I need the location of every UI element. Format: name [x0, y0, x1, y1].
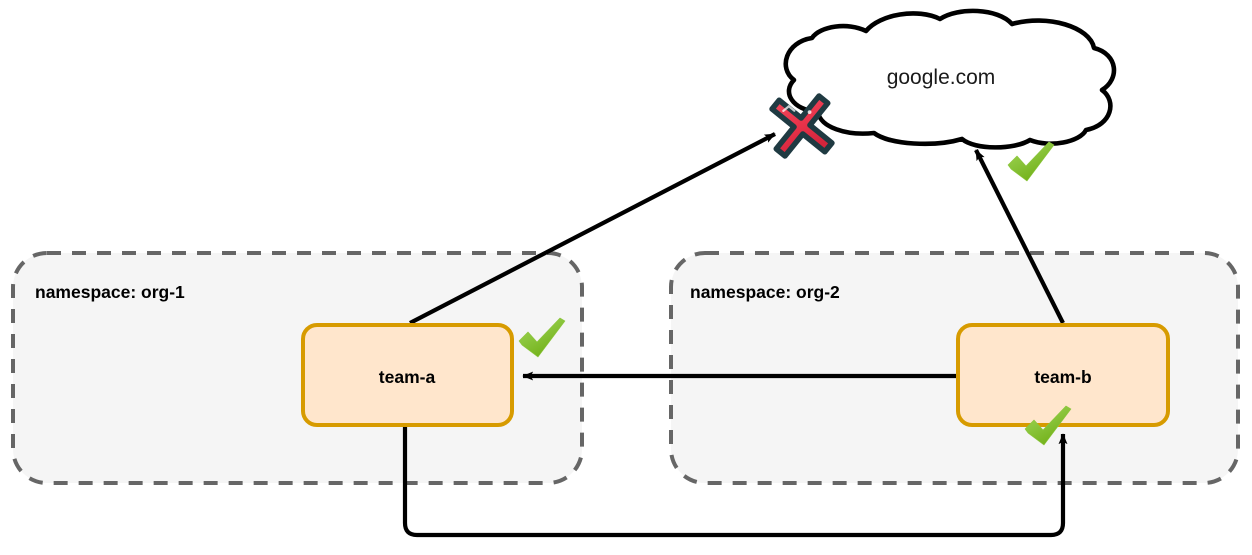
- node-team-a[interactable]: team-a: [301, 323, 514, 427]
- cloud-label: google.com: [887, 66, 996, 89]
- namespace-org-2-label: namespace: org-2: [690, 282, 840, 302]
- edge-team-b-to-google[interactable]: [974, 149, 1065, 324]
- x-icon-shape: [769, 93, 835, 159]
- node-team-b-label: team-b: [1034, 367, 1091, 387]
- namespace-org-1-label: namespace: org-1: [35, 282, 185, 302]
- node-team-a-box: [301, 323, 514, 427]
- x-icon: [769, 93, 835, 159]
- check-icon-google-shape: [1007, 141, 1055, 182]
- x-icon-specular: [807, 110, 812, 115]
- edge-team-a-to-google-path: [409, 132, 776, 325]
- check-icon-team-b-shape: [1024, 405, 1072, 446]
- check-icon-google: [1007, 141, 1055, 182]
- x-icon-highlight: [782, 104, 796, 112]
- check-icon-team-a-shape: [518, 317, 566, 358]
- node-team-a-label: team-a: [379, 367, 436, 387]
- cloud-google[interactable]: google.com: [783, 8, 1117, 150]
- check-icon-team-a: [518, 317, 566, 358]
- cloud-shape: [783, 8, 1117, 150]
- edge-team-a-to-team-b-path: [402, 425, 1068, 538]
- edge-team-a-to-team-b[interactable]: [402, 425, 1068, 538]
- node-team-b[interactable]: team-b: [956, 323, 1170, 427]
- edge-team-b-to-google-path: [974, 149, 1065, 324]
- node-team-b-box: [956, 323, 1170, 427]
- edge-team-a-to-google[interactable]: [409, 132, 776, 325]
- check-icon-team-b: [1024, 405, 1072, 446]
